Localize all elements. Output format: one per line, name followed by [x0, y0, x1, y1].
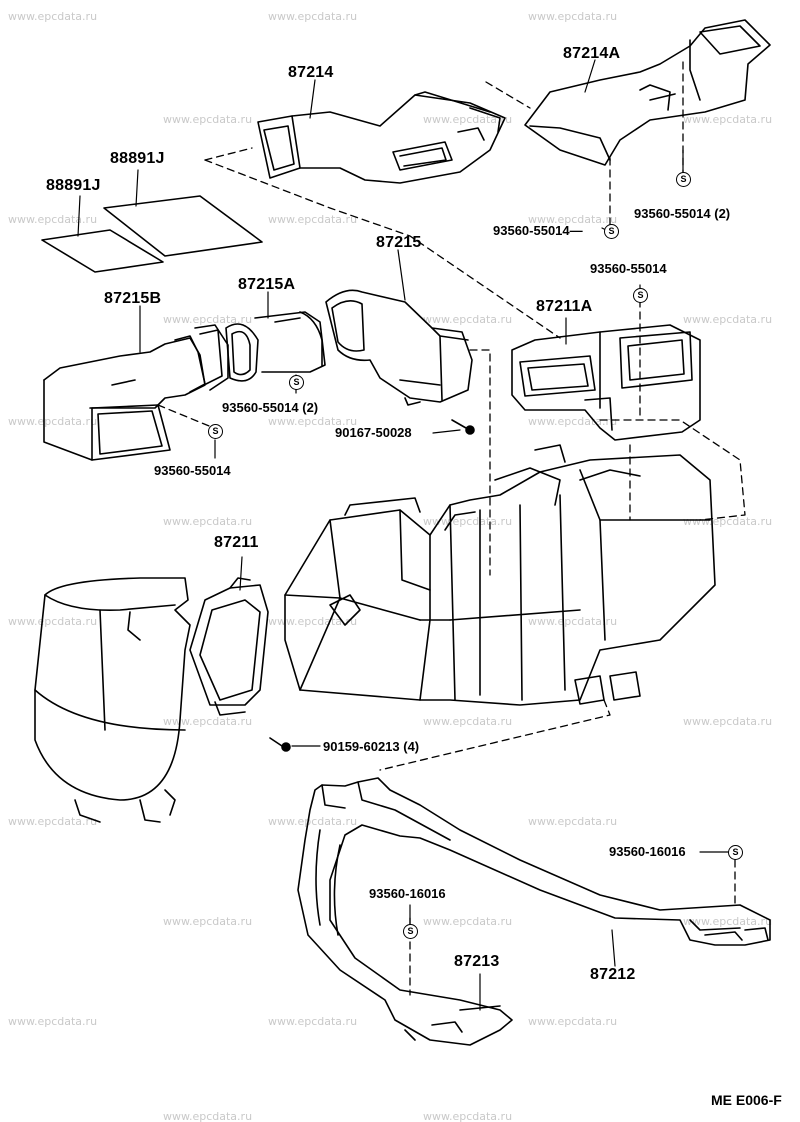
part-number-text: 93560-55014 [493, 223, 570, 238]
part-label-87215b: 87215B [104, 290, 162, 307]
part-label-93560-55014-left: 93560-55014 [154, 463, 231, 478]
part-label-93560-55014-2-right: 93560-55014 (2) [634, 206, 731, 221]
part-label-87213: 87213 [454, 953, 500, 970]
part-label-87212: 87212 [590, 966, 636, 983]
duct-87214a [524, 19, 771, 166]
part-label-87215: 87215 [376, 234, 422, 251]
watermark: www.epcdata.ru [163, 313, 253, 326]
sealant-symbol-icon: S [208, 424, 223, 439]
heater-unit-87211-body [284, 444, 716, 706]
screw-90167-50028 [451, 419, 475, 435]
watermark: www.epcdata.ru [683, 313, 773, 326]
screw-90159-60213 [269, 737, 291, 752]
part-label-88891j-back: 88891J [110, 150, 165, 167]
watermark: www.epcdata.ru [423, 1110, 513, 1122]
blower-housing [34, 577, 191, 823]
watermark: www.epcdata.ru [528, 815, 618, 828]
duct-87211a [511, 324, 701, 441]
duct-87215 [325, 289, 473, 406]
watermark: www.epcdata.ru [683, 915, 773, 928]
sealant-symbol-icon: S [289, 375, 304, 390]
part-label-93560-55014-top: 93560-55014 [590, 261, 667, 276]
part-label-93560-55014-2-mid: 93560-55014 (2) [222, 400, 319, 415]
watermark: www.epcdata.ru [163, 113, 253, 126]
leader-dash: — [569, 223, 583, 238]
dashed-guide-lines [157, 61, 746, 996]
part-label-87211a: 87211A [536, 298, 593, 315]
watermark: www.epcdata.ru [423, 715, 513, 728]
sealant-symbol-icon: S [604, 224, 619, 239]
part-label-90167-50028: 90167-50028 [335, 425, 412, 440]
part-label-93560-16016-mid: 93560-16016 [369, 886, 446, 901]
watermark: www.epcdata.ru [8, 1015, 98, 1028]
leader-lines [77, 59, 729, 1011]
part-label-87215a: 87215A [238, 276, 296, 293]
watermark: www.epcdata.ru [528, 213, 618, 226]
duct-87215b [43, 324, 229, 461]
watermark: www.epcdata.ru [268, 415, 358, 428]
watermark: www.epcdata.ru [268, 815, 358, 828]
part-label-93560-55014-arrow: 93560-55014— [493, 223, 583, 238]
duct-87215a [225, 311, 326, 382]
watermark: www.epcdata.ru [528, 10, 618, 23]
sealant-symbol-icon: S [676, 172, 691, 187]
diagram-code: ME E006-F [711, 1092, 782, 1108]
sealant-symbol-icon: S [633, 288, 648, 303]
filter-88891j-back [103, 195, 263, 257]
watermark: www.epcdata.ru [528, 415, 618, 428]
sealant-symbol-icon: S [728, 845, 743, 860]
watermark: www.epcdata.ru [683, 113, 773, 126]
watermark: www.epcdata.ru [528, 615, 618, 628]
watermark: www.epcdata.ru [268, 615, 358, 628]
watermark: www.epcdata.ru [683, 515, 773, 528]
watermark: www.epcdata.ru [8, 815, 98, 828]
watermark: www.epcdata.ru [163, 1110, 253, 1122]
watermark: www.epcdata.ru [268, 10, 358, 23]
watermark: www.epcdata.ru [163, 515, 253, 528]
watermark: www.epcdata.ru [268, 213, 358, 226]
watermark: www.epcdata.ru [8, 615, 98, 628]
filter-88891j-front [41, 229, 164, 273]
watermark: www.epcdata.ru [8, 10, 98, 23]
part-label-87211: 87211 [214, 534, 259, 551]
duct-87214 [257, 91, 506, 184]
watermark: www.epcdata.ru [423, 915, 513, 928]
watermark: www.epcdata.ru [163, 915, 253, 928]
watermark: www.epcdata.ru [268, 1015, 358, 1028]
watermark: www.epcdata.ru [423, 113, 513, 126]
watermark: www.epcdata.ru [8, 213, 98, 226]
part-label-90159-60213: 90159-60213 (4) [323, 739, 420, 754]
watermark: www.epcdata.ru [423, 313, 513, 326]
watermark: www.epcdata.ru [8, 415, 98, 428]
sealant-symbol-icon: S [403, 924, 418, 939]
frame-87211 [189, 577, 269, 716]
watermark: www.epcdata.ru [163, 715, 253, 728]
part-label-93560-16016-right: 93560-16016 [609, 844, 686, 859]
part-label-88891j-front: 88891J [46, 177, 101, 194]
part-label-87214a: 87214A [563, 45, 621, 62]
watermark: www.epcdata.ru [528, 1015, 618, 1028]
part-label-87214: 87214 [288, 64, 334, 81]
duct-87212 [297, 777, 771, 1046]
watermark: www.epcdata.ru [683, 715, 773, 728]
